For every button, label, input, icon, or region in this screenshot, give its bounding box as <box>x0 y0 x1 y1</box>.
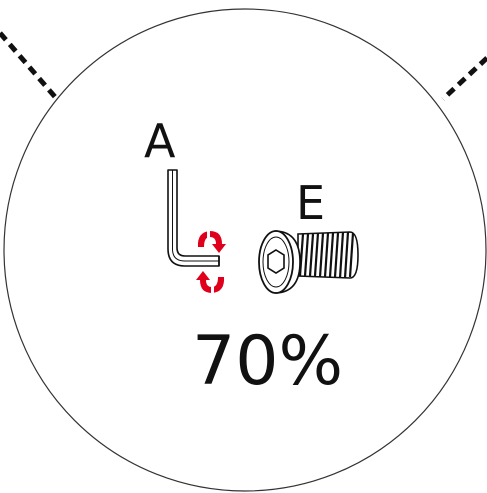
hex-key-icon <box>167 169 220 267</box>
screw-head <box>258 230 301 294</box>
leader-line-left <box>0 31 58 100</box>
torque-percent: 70% <box>192 322 344 401</box>
screw-shank <box>297 231 359 279</box>
part-e-label: E <box>296 176 326 230</box>
rotation-arrows-icon <box>196 229 226 295</box>
hex-socket-screw-icon <box>258 230 359 294</box>
leader-line-right <box>441 56 487 101</box>
part-a-label: A <box>144 114 176 168</box>
magnifier-circle <box>3 8 487 492</box>
leader-lines <box>0 31 487 101</box>
